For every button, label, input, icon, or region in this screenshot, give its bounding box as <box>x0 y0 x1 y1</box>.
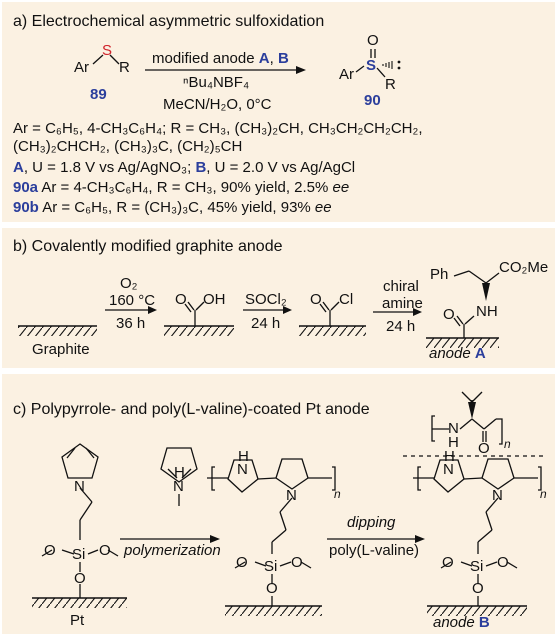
atom-h-reagent: H <box>174 464 185 481</box>
reactant-bond-ar-s <box>92 54 104 65</box>
atom-o-left-1: O <box>44 542 56 559</box>
polypyrrole-surface <box>207 458 336 606</box>
atom-n-monomer: N <box>74 478 85 495</box>
amide-oxygen: O <box>443 306 455 323</box>
atom-n-valine: N <box>448 420 459 437</box>
atom-si-right: Si <box>470 558 484 575</box>
lone-pair-dot <box>397 66 401 70</box>
atom-o-mid-2: O <box>291 554 303 571</box>
reaction-arrowhead-a <box>296 66 306 74</box>
step2-time: 24 h <box>251 315 281 332</box>
panel-b: b) Covalently modified graphite anode <box>2 228 555 368</box>
panel-a-title: a) Electrochemical asymmetric sulfoxidat… <box>13 13 325 30</box>
step2-reagent: SOCl₂ <box>245 291 287 308</box>
product-hashed-bond <box>382 61 393 69</box>
atom-o-left-3: O <box>74 570 86 587</box>
voltage-line: A, U = 1.8 V vs Ag/AgNO₃; B, U = 2.0 V v… <box>13 159 356 176</box>
reactant-bond-s-r <box>109 54 120 65</box>
panel-c-title: c) Polypyrrole- and poly(L-valine)-coate… <box>13 401 370 418</box>
step3-line1: chiral <box>383 278 419 295</box>
graphite-surface <box>18 325 97 336</box>
step1-time: 36 h <box>116 315 146 332</box>
substituent-line-1: Ar = C₆H₅, 4-CH₃C₆H₄; R = CH₃, (CH₃)₂CH,… <box>13 120 423 137</box>
phenyl-label: Ph <box>430 266 449 283</box>
pyrrole-reagent <box>160 447 198 506</box>
reactant-ar: Ar <box>74 59 89 76</box>
acid-oxygen: O <box>175 291 187 308</box>
lone-pair-dot <box>397 60 401 64</box>
pt-surface-middle <box>225 605 322 616</box>
atom-o-left-2: O <box>99 542 111 559</box>
wedge-bond <box>482 283 490 301</box>
pyrrole-monomer-surface <box>41 443 119 598</box>
panel-a: a) Electrochemical asymmetric sulfoxidat… <box>2 2 555 222</box>
product-r: R <box>385 76 396 93</box>
panel-c: c) Polypyrrole- and poly(L-valine)-coate… <box>2 374 555 634</box>
panel-a-structures <box>92 49 401 78</box>
substituent-line-2: (CH₃)₂CHCH₂, (CH₃)₃C, (CH₂)₅CH <box>13 138 243 155</box>
pt-surface-right <box>427 605 527 616</box>
atom-n-reagent: N <box>173 478 184 495</box>
atom-o-mid-1: O <box>236 554 248 571</box>
pt-surface-left <box>32 597 127 608</box>
step1-reagent: O₂ <box>120 275 138 292</box>
atom-n-right-2: N <box>492 487 503 504</box>
coated-polypyrrole-surface <box>413 458 542 606</box>
product-oxygen: O <box>367 32 379 49</box>
acid-surface <box>164 301 234 336</box>
panel-b-structures <box>18 270 500 348</box>
product-ar: Ar <box>339 66 354 83</box>
result-90a: 90a Ar = 4-CH₃C₆H₄, R = CH₃, 90% yield, … <box>13 179 350 196</box>
poly-valine <box>431 391 503 445</box>
atom-o-right-1: O <box>442 554 454 571</box>
atom-o-right-3: O <box>472 580 484 597</box>
compound-90: 90 <box>364 92 381 109</box>
atom-h-right: H <box>444 448 455 465</box>
atom-h-mid: H <box>238 448 249 465</box>
subscript-n-mid: n <box>334 487 341 501</box>
acyl-chloride-surface <box>299 301 366 336</box>
subscript-n-valine: n <box>504 437 511 451</box>
acyl-chloride: Cl <box>339 291 354 308</box>
subscript-n-right: n <box>540 487 547 501</box>
acid-oh: OH <box>203 291 226 308</box>
step1-temp: 160 °C <box>109 292 156 309</box>
step3-time: 24 h <box>386 318 416 335</box>
step3-line2: amine <box>382 295 423 312</box>
step-poly-valine: poly(L-valine) <box>329 542 420 559</box>
atom-n-right-1: N <box>443 461 454 478</box>
panel-c-structures <box>32 391 547 616</box>
atom-o-mid-3: O <box>266 580 278 597</box>
anode-a-surface <box>426 270 500 348</box>
atom-n-mid-1: N <box>237 461 248 478</box>
anode-a-label: anode A <box>429 345 486 362</box>
step-polymerization: polymerization <box>124 542 221 559</box>
reactant-r: R <box>119 59 130 76</box>
condition-anode: modified anode A, B <box>152 50 289 67</box>
atom-n-mid-2: N <box>286 487 297 504</box>
pt-label: Pt <box>70 612 85 629</box>
atom-si-mid: Si <box>264 558 278 575</box>
acyl-oxygen: O <box>310 291 322 308</box>
reactant-sulfur: S <box>102 42 113 59</box>
step-dipping: dipping <box>347 514 396 531</box>
anode-b-label: anode B <box>433 614 490 631</box>
result-90b: 90b Ar = C₆H₅, R = (CH₃)₃C, 45% yield, 9… <box>13 199 332 216</box>
compound-89: 89 <box>90 86 107 103</box>
atom-o-right-2: O <box>497 554 509 571</box>
product-sulfur: S <box>366 57 377 74</box>
atom-si-left: Si <box>72 546 86 563</box>
condition-electrolyte: ⁿBu₄NBF₄ <box>183 74 250 91</box>
methyl-ester-label: CO₂Me <box>499 259 549 276</box>
amide-nh: NH <box>476 303 498 320</box>
condition-solvent: MeCN/H₂O, 0°C <box>163 96 272 113</box>
atom-o-valine: O <box>478 440 490 457</box>
atom-h-valine: H <box>448 434 459 451</box>
panel-b-title: b) Covalently modified graphite anode <box>13 238 283 255</box>
graphite-label: Graphite <box>32 341 90 358</box>
